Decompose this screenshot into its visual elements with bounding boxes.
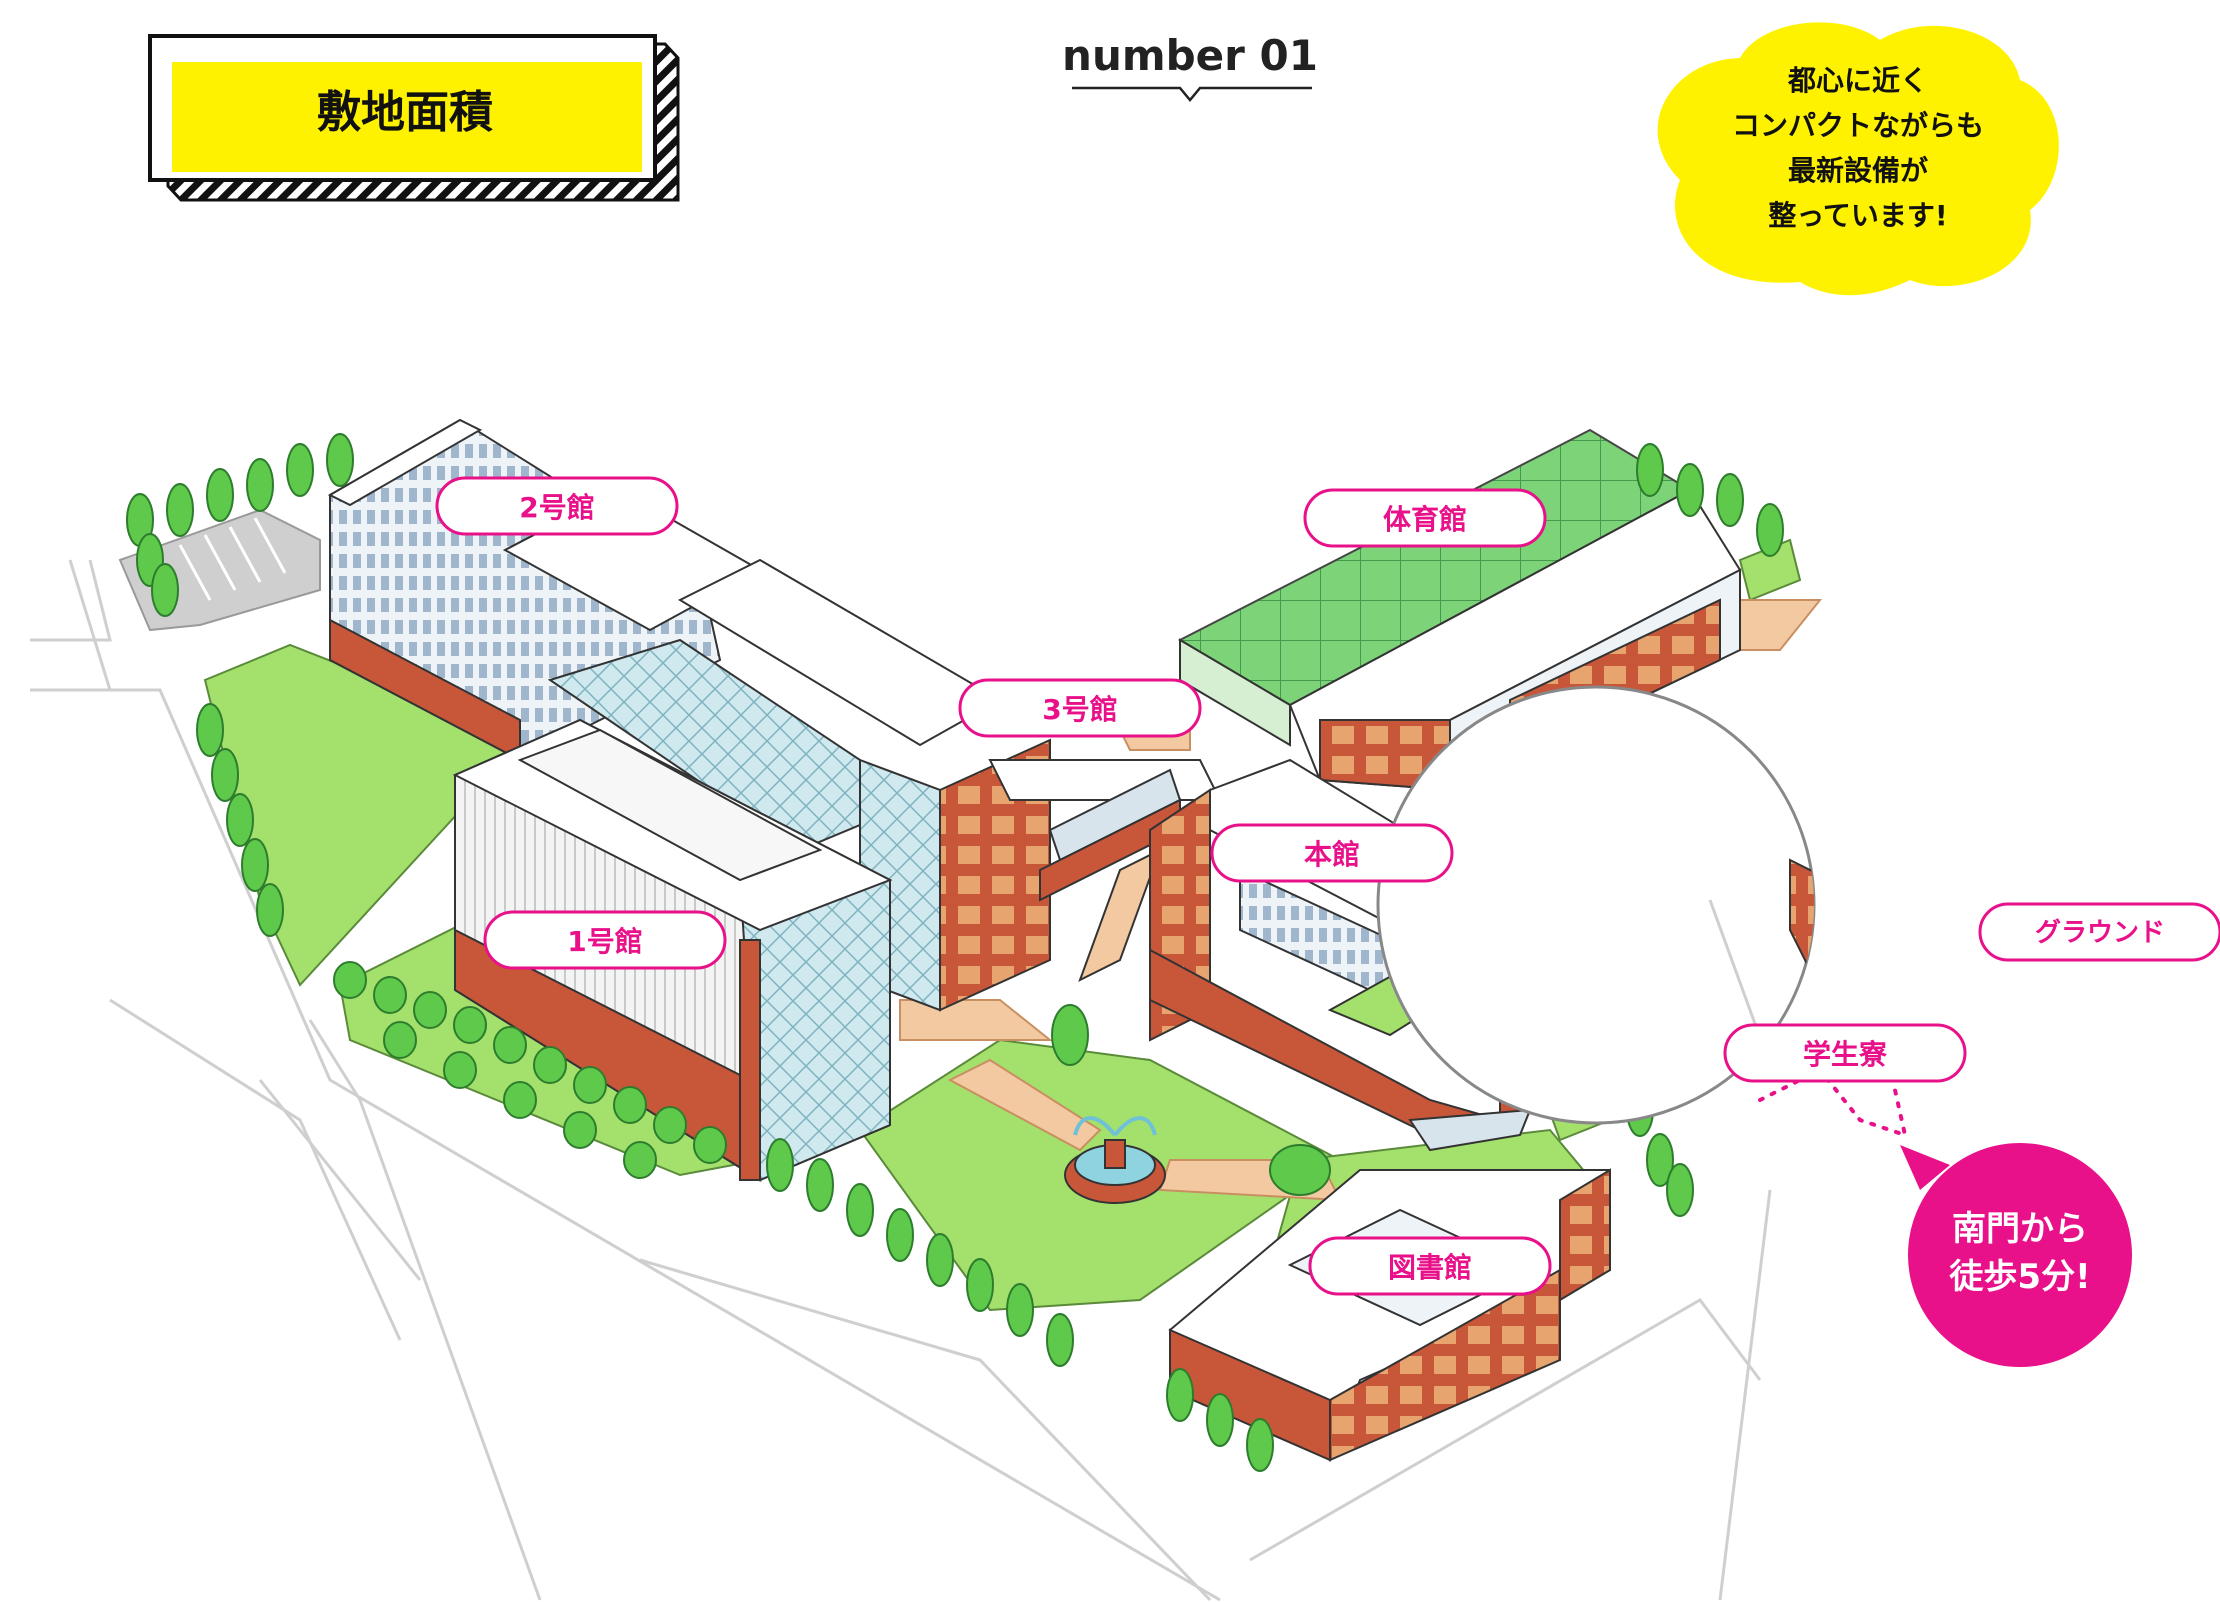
label-ground-text: グラウンド [2035, 918, 2165, 948]
label-dorm-text: 学生寮 [1803, 1038, 1888, 1071]
label-gym-text: 体育館 [1383, 503, 1467, 536]
access-badge-line-2: 徒歩5分! [1948, 1257, 2090, 1297]
trees [126, 433, 1784, 1472]
title-box: 敷地面積 [148, 34, 680, 202]
title-text: 敷地面積 [317, 87, 493, 138]
callout-line-3: 最新設備が [1788, 154, 1928, 187]
label-2gokan-text: 2号館 [519, 491, 594, 524]
label-library-text: 図書館 [1388, 1251, 1472, 1284]
number-label: number 01 [1062, 31, 1318, 102]
label-ground[interactable]: グラウンド [1978, 902, 2220, 962]
fountain [1064, 1116, 1166, 1204]
access-badge-line-1: 南門から [1952, 1209, 2088, 1249]
access-badge: 南門から 徒歩5分! [1900, 1143, 2132, 1367]
label-3gokan-text: 3号館 [1042, 693, 1117, 726]
callout-line-4: 整っています! [1768, 199, 1947, 232]
label-3gokan[interactable]: 3号館 [958, 678, 1202, 738]
label-2gokan[interactable]: 2号館 [435, 476, 679, 536]
callout-line-1: 都心に近く [1787, 64, 1928, 97]
number-text: number 01 [1062, 31, 1318, 80]
callout-line-2: コンパクトながらも [1732, 109, 1984, 142]
route-path [1758, 1067, 1908, 1139]
streets [30, 559, 1772, 1602]
label-library[interactable]: 図書館 [1308, 1236, 1552, 1296]
callout-bubble: 都心に近く コンパクトながらも 最新設備が 整っています! [1657, 22, 2059, 319]
label-1gokan-text: 1号館 [567, 925, 642, 958]
label-honkan-text: 本館 [1304, 838, 1360, 871]
label-gym[interactable]: 体育館 [1303, 488, 1547, 548]
label-dorm[interactable]: 学生寮 [1723, 1023, 1967, 1083]
label-honkan[interactable]: 本館 [1210, 823, 1454, 883]
label-1gokan[interactable]: 1号館 [483, 910, 727, 970]
